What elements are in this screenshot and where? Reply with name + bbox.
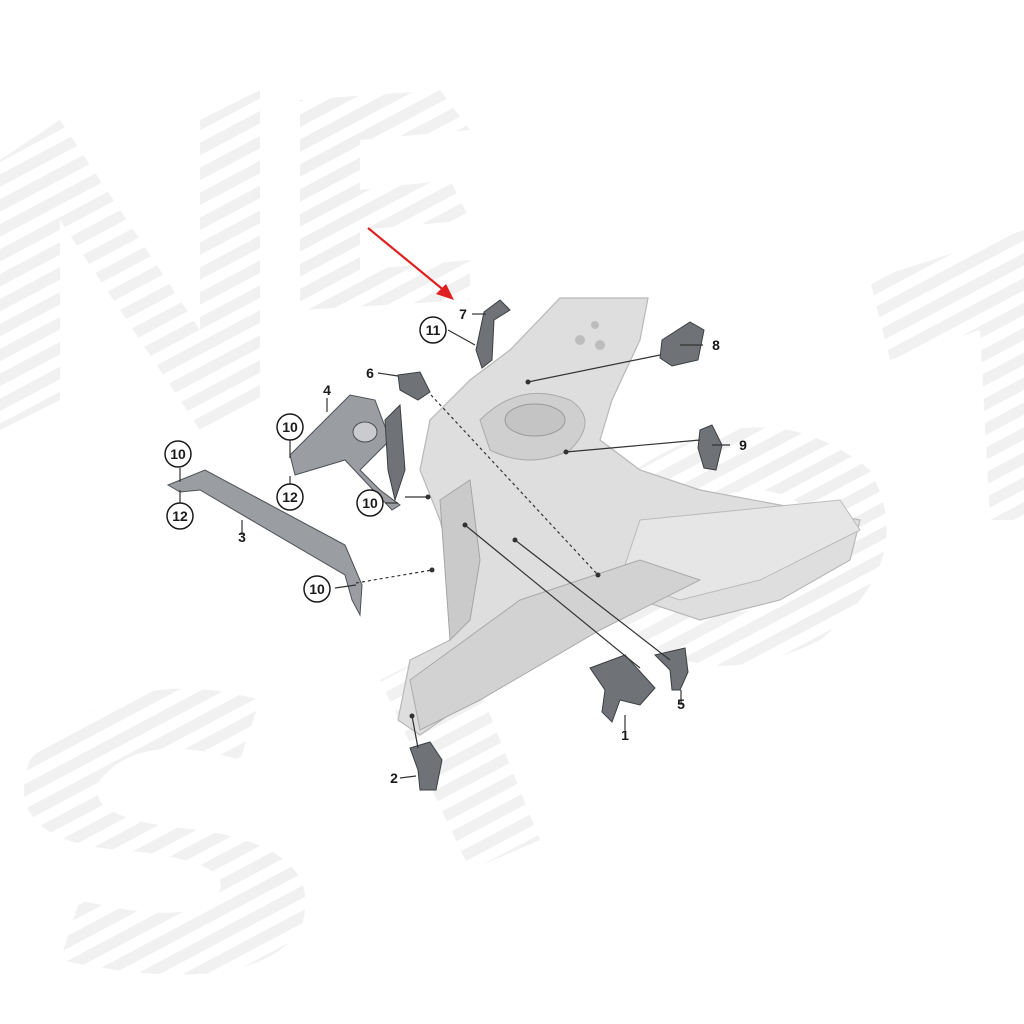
callout-5: 5 (677, 696, 685, 712)
callout-10-a: 10 (276, 413, 304, 441)
svg-text:3: 3 (238, 529, 246, 545)
part-2-bracket (409, 741, 443, 791)
part-8-bracket (659, 321, 705, 367)
part-1-bracket (589, 654, 656, 723)
svg-text:12: 12 (282, 489, 298, 505)
callout-7: 7 (459, 306, 467, 322)
callout-11: 11 (419, 316, 447, 344)
svg-text:7: 7 (459, 306, 467, 322)
svg-text:10: 10 (309, 581, 325, 597)
callout-2: 2 (390, 770, 398, 786)
callout-12-a: 12 (276, 483, 304, 511)
svg-text:12: 12 (172, 508, 188, 524)
part-7-bracket (475, 299, 511, 369)
callout-8: 8 (712, 337, 720, 353)
highlight-arrow (367, 227, 454, 300)
svg-text:5: 5 (677, 696, 685, 712)
svg-text:9: 9 (739, 437, 747, 453)
svg-text:10: 10 (170, 446, 186, 462)
svg-text:10: 10 (282, 419, 298, 435)
part-4-support (289, 394, 406, 511)
svg-text:11: 11 (426, 322, 441, 338)
callout-10-d: 10 (303, 575, 331, 603)
callout-12-b: 12 (166, 502, 194, 530)
svg-text:10: 10 (362, 495, 378, 511)
leader-lines (179, 313, 730, 779)
callout-6: 6 (366, 365, 374, 381)
svg-text:2: 2 (390, 770, 398, 786)
callout-9: 9 (739, 437, 747, 453)
callout-1: 1 (621, 727, 629, 743)
svg-text:4: 4 (323, 382, 331, 398)
body-frame (397, 297, 861, 736)
part-6-bracket (397, 371, 431, 401)
part-3-rail (166, 469, 363, 617)
svg-text:6: 6 (366, 365, 374, 381)
callout-10-c: 10 (356, 489, 384, 517)
svg-text:8: 8 (712, 337, 720, 353)
callout-10-b: 10 (164, 440, 192, 468)
part-9-clip (697, 424, 723, 471)
callout-4: 4 (323, 382, 331, 398)
svg-text:1: 1 (621, 727, 629, 743)
callout-3: 3 (238, 529, 246, 545)
part-5-bracket (654, 647, 689, 691)
